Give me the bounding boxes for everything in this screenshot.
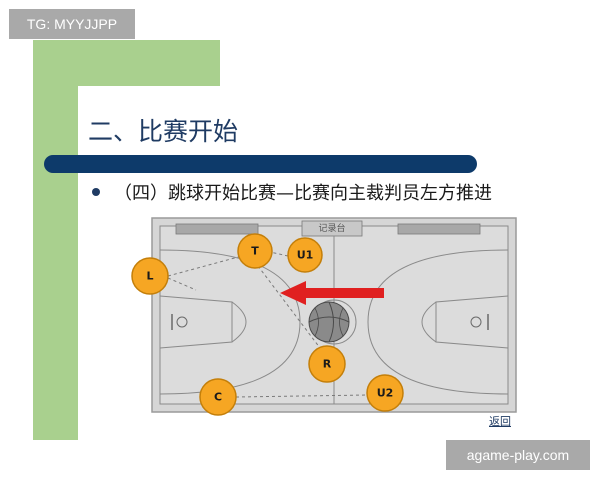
player-C: C	[199, 378, 237, 416]
left-hoop	[176, 316, 188, 328]
path-c-to-u2	[235, 394, 369, 398]
path-l-to-court	[167, 277, 197, 291]
tg-badge: TG: MYYJJPP	[9, 9, 135, 39]
right-key-arc	[421, 301, 437, 343]
bench-left	[175, 223, 259, 235]
bullet-text: （四）跳球开始比赛—比赛向主裁判员左方推进	[114, 183, 492, 204]
left-key	[159, 295, 233, 349]
title-underline-bar	[44, 155, 477, 173]
svg-text:U2: U2	[377, 387, 394, 400]
site-watermark: agame-play.com	[446, 440, 590, 470]
scorer-table	[301, 220, 363, 237]
bench-right	[397, 223, 481, 235]
path-l-to-t	[167, 255, 243, 277]
advance-direction-arrow	[280, 281, 384, 305]
player-L: L	[131, 257, 169, 295]
right-hoop	[470, 316, 482, 328]
player-R: R	[308, 345, 346, 383]
player-U1: U1	[287, 237, 323, 273]
svg-text:U1: U1	[297, 249, 314, 262]
scorer-table-label: 记录台	[318, 222, 345, 234]
player-T: T	[237, 233, 273, 269]
svg-text:C: C	[214, 391, 222, 404]
right-three-point-arc	[367, 249, 509, 395]
path-t-to-r	[257, 265, 321, 349]
bullet-dot	[92, 188, 100, 196]
svg-text:R: R	[323, 358, 332, 371]
svg-text:L: L	[146, 270, 153, 283]
basketball-icon	[308, 301, 350, 343]
right-key	[435, 295, 509, 349]
player-U2: U2	[366, 374, 404, 412]
slide-title: 二、比赛开始	[88, 117, 239, 146]
return-link[interactable]: 返回	[489, 415, 511, 428]
svg-text:T: T	[251, 245, 259, 258]
left-key-arc	[231, 301, 247, 343]
